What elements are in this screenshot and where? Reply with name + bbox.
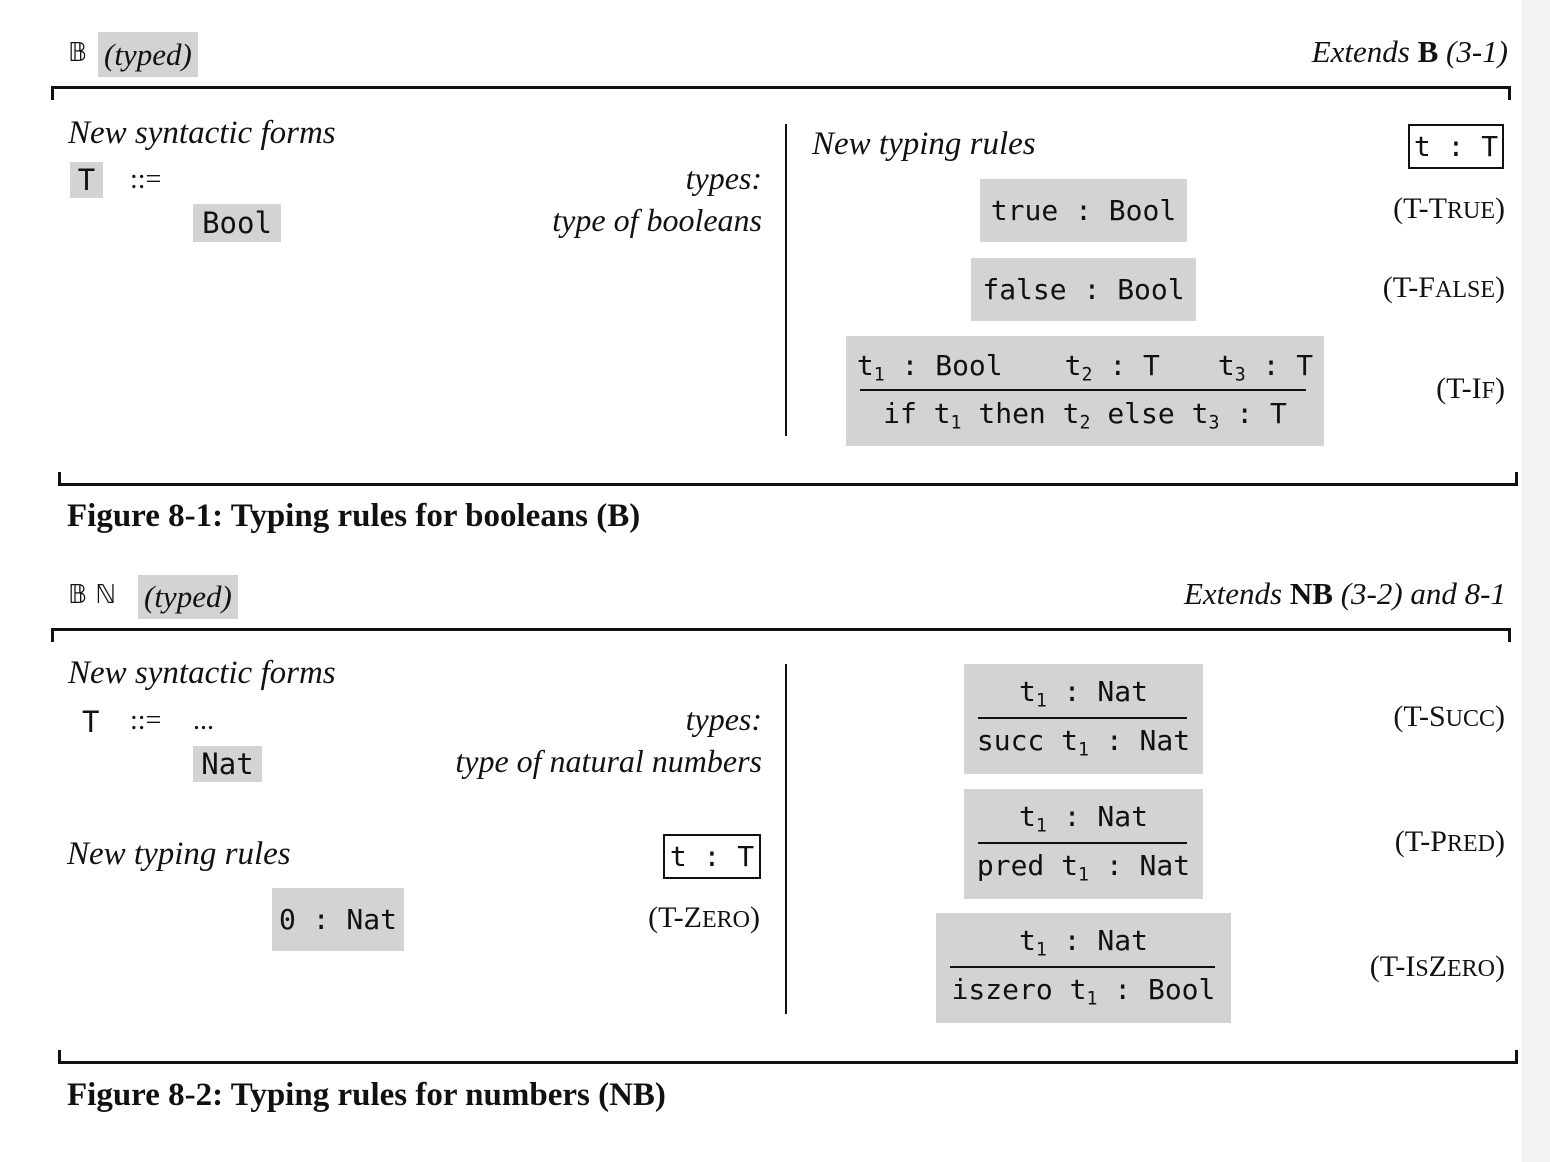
rule-tick-left [58,1050,61,1064]
typed-tag: (typed) [98,32,198,77]
grammar-term-description: type of natural numbers [455,743,762,779]
rule-t-pred-premise: t1 : Nat [1019,800,1148,837]
extends-bold: B [1417,34,1439,69]
inference-bar [950,966,1215,968]
rule-name-t-if: (T-IF) [1436,372,1505,405]
rule-t-succ-conclusion: succ t1 : Nat [976,724,1191,761]
grammar-nonterminal: T [70,162,103,198]
rule-t-if-conclusion: if t1 then t2 else t3 : T [883,397,1287,434]
grammar-term: Nat [193,746,262,782]
rule-name-t-iszero: (T-ISZERO) [1369,950,1505,983]
inference-bar [860,389,1306,391]
rule-t-pred: t1 : Nat pred t1 : Nat [964,789,1203,899]
rule-t-succ: t1 : Nat succ t1 : Nat [964,664,1203,774]
figure-top-rule [51,628,1511,631]
typed-tag: (typed) [138,575,238,619]
rule-t-iszero-premise: t1 : Nat [1019,924,1148,961]
rule-t-false: false : Bool [971,258,1196,321]
blackboard-bn-symbols: 𝔹 ℕ [68,580,117,610]
extends-suffix: (3-2) and 8-1 [1340,576,1506,611]
grammar-category: types: [685,160,762,196]
rule-name-t-succ: (T-SUCC) [1393,700,1505,733]
rule-name-t-pred: (T-PRED) [1394,825,1505,858]
rule-tick-right [1508,86,1511,100]
rule-t-iszero-conclusion: iszero t1 : Bool [951,973,1216,1010]
rule-tick-left [51,86,54,100]
grammar-term: Bool [193,204,281,242]
figure-bottom-rule [58,1061,1518,1064]
figure-top-rule [51,86,1511,89]
grammar-category: types: [685,701,762,737]
rule-t-succ-premise: t1 : Nat [1019,675,1148,712]
extends-prefix: Extends [1183,576,1283,611]
extends-bold: NB [1289,576,1333,611]
typing-rules-heading: New typing rules [67,836,291,872]
rule-t-true: true : Bool [980,179,1187,242]
rule-tick-left [51,628,54,642]
extends-note: Extends B (3-1) [1312,34,1508,70]
rule-t-iszero: t1 : Nat iszero t1 : Bool [936,913,1231,1023]
grammar-ellipsis: ... [193,705,214,736]
grammar-term-description: type of booleans [552,202,762,238]
rule-name-t-false: (T-FALSE) [1382,271,1505,304]
syntactic-forms-heading: New syntactic forms [68,655,336,691]
column-divider [785,664,787,1014]
rule-tick-left [58,472,61,486]
judgment-form-box: t : T [663,834,761,879]
figure-caption: Figure 8-1: Typing rules for booleans (B… [67,498,641,534]
inference-bar [978,842,1187,844]
blackboard-b-symbol: 𝔹 [68,38,88,68]
figure-caption: Figure 8-2: Typing rules for numbers (NB… [67,1077,666,1113]
syntactic-forms-heading: New syntactic forms [68,115,336,151]
rule-t-zero: 0 : Nat [272,888,404,951]
grammar-nonterminal: T [82,705,100,739]
page-edge-strip [1522,0,1550,1162]
grammar-def-symbol: ::= [130,705,162,736]
judgment-form-box: t : T [1408,124,1504,169]
rule-tick-right [1508,628,1511,642]
column-divider [785,124,787,436]
grammar-def-symbol: ::= [130,164,162,195]
extends-prefix: Extends [1311,34,1410,69]
rule-t-pred-conclusion: pred t1 : Nat [976,849,1191,886]
extends-note: Extends NB (3-2) and 8-1 [1184,576,1506,612]
rule-tick-right [1515,472,1518,486]
extends-suffix: (3-1) [1446,34,1508,69]
inference-bar [978,717,1187,719]
typing-rules-heading: New typing rules [812,126,1036,162]
rule-name-t-zero: (T-ZERO) [648,901,760,934]
figure-bottom-rule [58,483,1518,486]
rule-tick-right [1515,1050,1518,1064]
rule-name-t-true: (T-TRUE) [1393,192,1505,225]
